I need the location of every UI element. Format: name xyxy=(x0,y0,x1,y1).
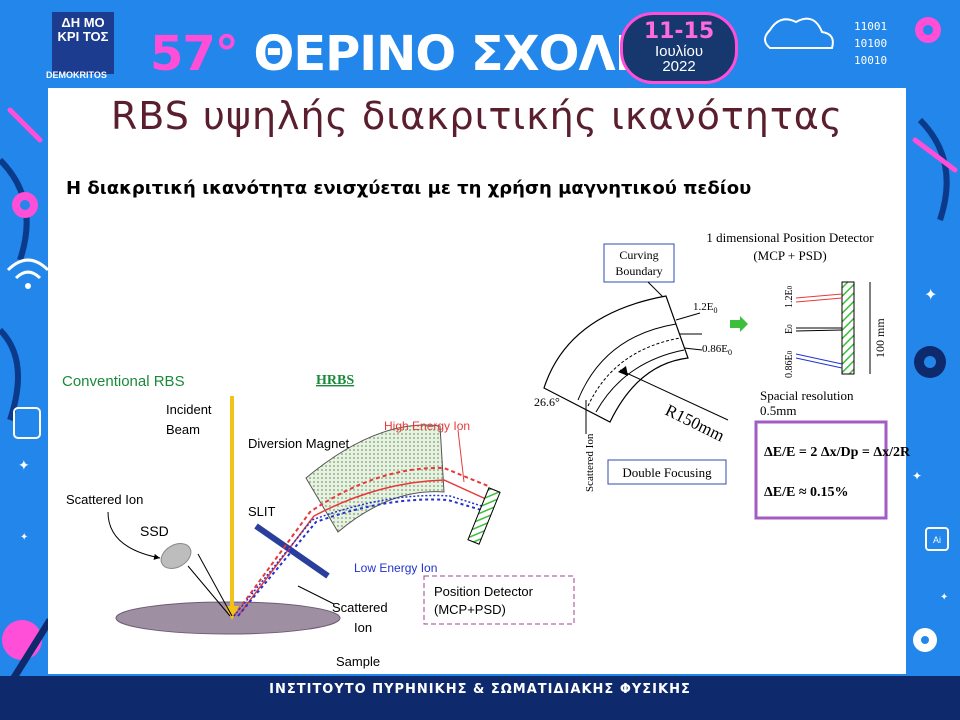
bits-line: 10100 xyxy=(854,37,888,50)
direction-arrow xyxy=(730,316,748,332)
svg-text:✦: ✦ xyxy=(924,287,937,304)
footer-text: ΙΝΣΤΙΤΟΥΤΟ ΠΥΡΗΝΙΚΗΣ & ΣΩΜΑΤΙΔΙΑΚΗΣ ΦΥΣΙ… xyxy=(269,682,691,697)
scattered-ion-center-label-2: Ion xyxy=(354,620,372,635)
svg-text:✦: ✦ xyxy=(20,532,28,543)
position-detector-1d xyxy=(841,281,855,375)
spacial-resolution-label-1: Spacial resolution xyxy=(760,388,854,403)
ssd-detector xyxy=(160,543,192,569)
slide-title: RBS υψηλής διακριτικής ικανότητας xyxy=(110,94,844,138)
sample-disk xyxy=(115,601,341,635)
scattered-ion-left-label: Scattered Ion xyxy=(66,492,143,507)
dates-badge: 11-15 Ιουλίου 2022 xyxy=(620,12,738,84)
wifi-icon xyxy=(6,258,50,272)
diversion-magnet-label: Diversion Magnet xyxy=(248,436,350,451)
cloud-icon xyxy=(764,17,834,49)
school-number-suffix: ° xyxy=(214,26,239,82)
bits-line: 11001 xyxy=(854,20,888,33)
e-low-vertical-label: 0.86E0 xyxy=(784,350,795,378)
detector-title-1: 1 dimensional Position Detector xyxy=(706,230,874,245)
low-energy-trajectory xyxy=(237,498,489,617)
e-mid-vertical-label: E0 xyxy=(784,324,795,334)
svg-text:✦: ✦ xyxy=(912,469,922,483)
angle-label: 26.6° xyxy=(534,395,560,409)
high-energy-trajectory xyxy=(233,466,489,617)
footer-bar: ΙΝΣΤΙΤΟΥΤΟ ΠΥΡΗΝΙΚΗΣ & ΣΩΜΑΤΙΔΙΑΚΗΣ ΦΥΣΙ… xyxy=(0,676,960,720)
scattered-ion-center-label-1: Scattered xyxy=(332,600,388,615)
hrbs-schematic: Conventional RBS HRBS Sample Incident Be… xyxy=(62,373,575,669)
curving-boundary-label-2: Boundary xyxy=(615,264,662,278)
dates-month: Ιουλίου xyxy=(654,43,704,60)
incident-beam-label-2: Beam xyxy=(166,422,200,437)
institute-logo: ΔΗ ΜΟ ΚΡΙ ΤΟΣ xyxy=(52,12,114,74)
curving-boundary-label-1: Curving xyxy=(619,248,658,262)
resolution-formula-box xyxy=(754,420,888,520)
content-panel: RBS υψηλής διακριτικής ικανότητας Η διακ… xyxy=(48,88,911,674)
hrbs-diagrams: Conventional RBS HRBS Sample Incident Be… xyxy=(62,230,911,669)
lock-icon xyxy=(13,407,41,439)
dates-days: 11-15 xyxy=(643,19,715,44)
position-detector-box xyxy=(423,575,575,625)
svg-text:✦: ✦ xyxy=(18,457,30,473)
svg-text:Ai: Ai xyxy=(933,535,941,545)
e-low-label: 0.86E0 xyxy=(702,343,732,357)
binary-decoration: 11001 10100 10010 xyxy=(854,18,887,69)
diversion-magnet xyxy=(305,424,445,533)
incident-beam-label-1: Incident xyxy=(166,402,212,417)
conventional-rbs-label: Conventional RBS xyxy=(62,373,185,390)
svg-text:✦: ✦ xyxy=(600,49,610,63)
slide-subtitle: Η διακριτική ικανότητα ενισχύεται με τη … xyxy=(66,178,752,199)
detector-title-2: (MCP + PSD) xyxy=(753,248,826,263)
slit-label: SLIT xyxy=(248,504,276,519)
magnet-geometry: Curving Boundary 1.2E0 0.86E0 26.6° R150… xyxy=(534,230,911,520)
ai-chip-icon xyxy=(925,527,949,551)
logo-label: DEMOKRITOS xyxy=(46,70,107,80)
position-detector-label-2: (MCP+PSD) xyxy=(434,602,506,617)
dates-year: 2022 xyxy=(662,58,696,75)
svg-text:✦: ✦ xyxy=(940,592,948,603)
e-high-vertical-label: 1.2E0 xyxy=(784,285,795,308)
position-detector xyxy=(467,487,501,545)
detector-size-label: 100 mm xyxy=(873,318,887,358)
bits-line: 10010 xyxy=(854,54,888,67)
double-focusing-box xyxy=(607,459,727,485)
curving-boundary-box xyxy=(603,243,675,283)
position-detector-label-1: Position Detector xyxy=(434,584,534,599)
resolution-formula-2: ΔE/E ≈ 0.15% xyxy=(764,485,849,500)
spacial-resolution-label-2: 0.5mm xyxy=(760,403,796,418)
magnet-sector xyxy=(543,295,689,423)
e-high-label: 1.2E0 xyxy=(693,301,717,315)
logo-glyphs: ΔΗ ΜΟ ΚΡΙ ΤΟΣ xyxy=(57,15,109,44)
hrbs-label: HRBS xyxy=(316,373,354,388)
school-number: 57 xyxy=(150,26,216,82)
low-energy-ion-label: Low Energy Ion xyxy=(354,561,437,575)
high-energy-ion-label: High Energy Ion xyxy=(384,419,470,433)
resolution-formula-1: ΔE/E = 2 Δx/Dp = Δx/2R xyxy=(764,445,911,460)
scattered-ion-label: Scattered Ion xyxy=(584,433,596,492)
radius-label: R150mm xyxy=(662,401,727,446)
ssd-label: SSD xyxy=(140,523,169,539)
sample-label: Sample xyxy=(336,654,380,669)
double-focusing-label: Double Focusing xyxy=(622,465,712,480)
